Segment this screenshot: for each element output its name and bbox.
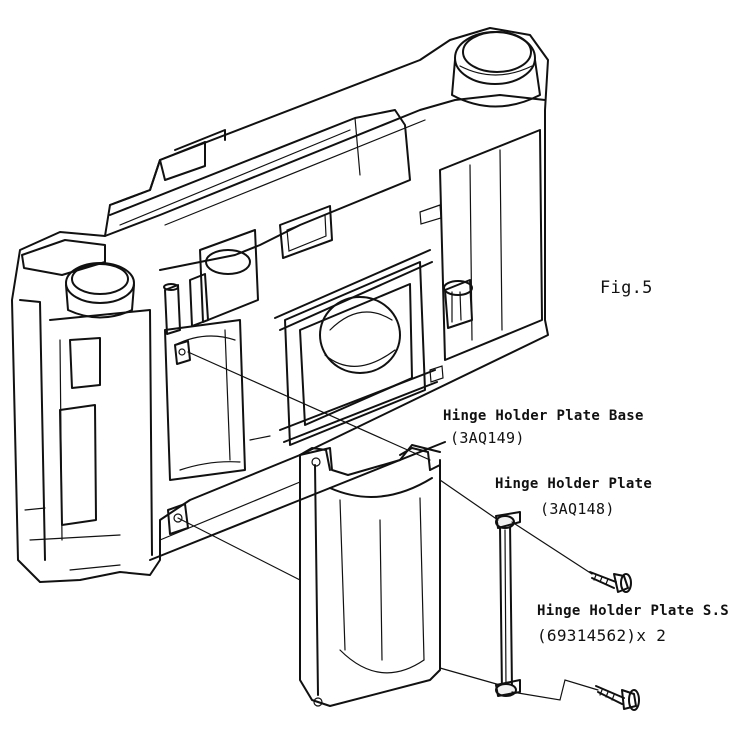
callout-name-plate: Hinge Holder Plate: [495, 476, 653, 492]
camera-body: [11, 27, 549, 583]
callout-part-plate-ss: (69314562)x 2: [537, 626, 667, 645]
hinge-holder-plate: [495, 511, 521, 697]
callout-part-plate-base: (3AQ149): [450, 429, 525, 447]
guide-lines: [177, 351, 599, 701]
hinge-holder-plate-base: [299, 444, 441, 707]
figure-label: Fig.5: [600, 278, 653, 298]
callout-part-plate: (3AQ148): [540, 500, 615, 518]
screws: [589, 571, 640, 711]
callout-name-plate-ss: Hinge Holder Plate S.S: [537, 603, 730, 619]
callout-name-plate-base: Hinge Holder Plate Base: [443, 408, 644, 424]
